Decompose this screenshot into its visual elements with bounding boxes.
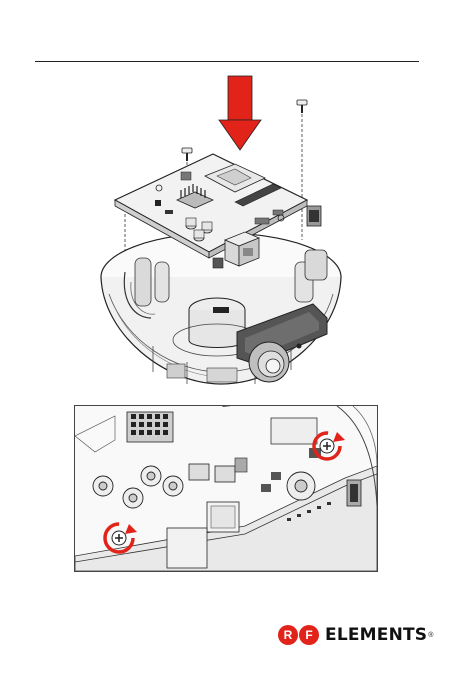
logo-letter-r: R xyxy=(278,625,298,645)
housing-bowl xyxy=(101,233,341,384)
logo-letter-f: F xyxy=(299,625,319,645)
insert-direction-arrow-icon xyxy=(219,76,261,150)
screw-right-icon xyxy=(297,100,307,113)
assembly-illustration xyxy=(95,72,365,404)
screw-left-icon xyxy=(182,148,192,161)
detail-heatsink xyxy=(127,412,173,442)
detail-zoom-panel xyxy=(74,405,378,572)
detail-zoom-illustration xyxy=(75,406,377,571)
brand-logo: R F ELEMENTS® xyxy=(278,622,433,648)
power-connector xyxy=(307,206,321,226)
logo-registered-mark: ® xyxy=(428,632,433,639)
logo-wordmark: ELEMENTS xyxy=(325,625,427,645)
header-rule xyxy=(35,61,419,62)
detail-connector xyxy=(347,480,361,506)
